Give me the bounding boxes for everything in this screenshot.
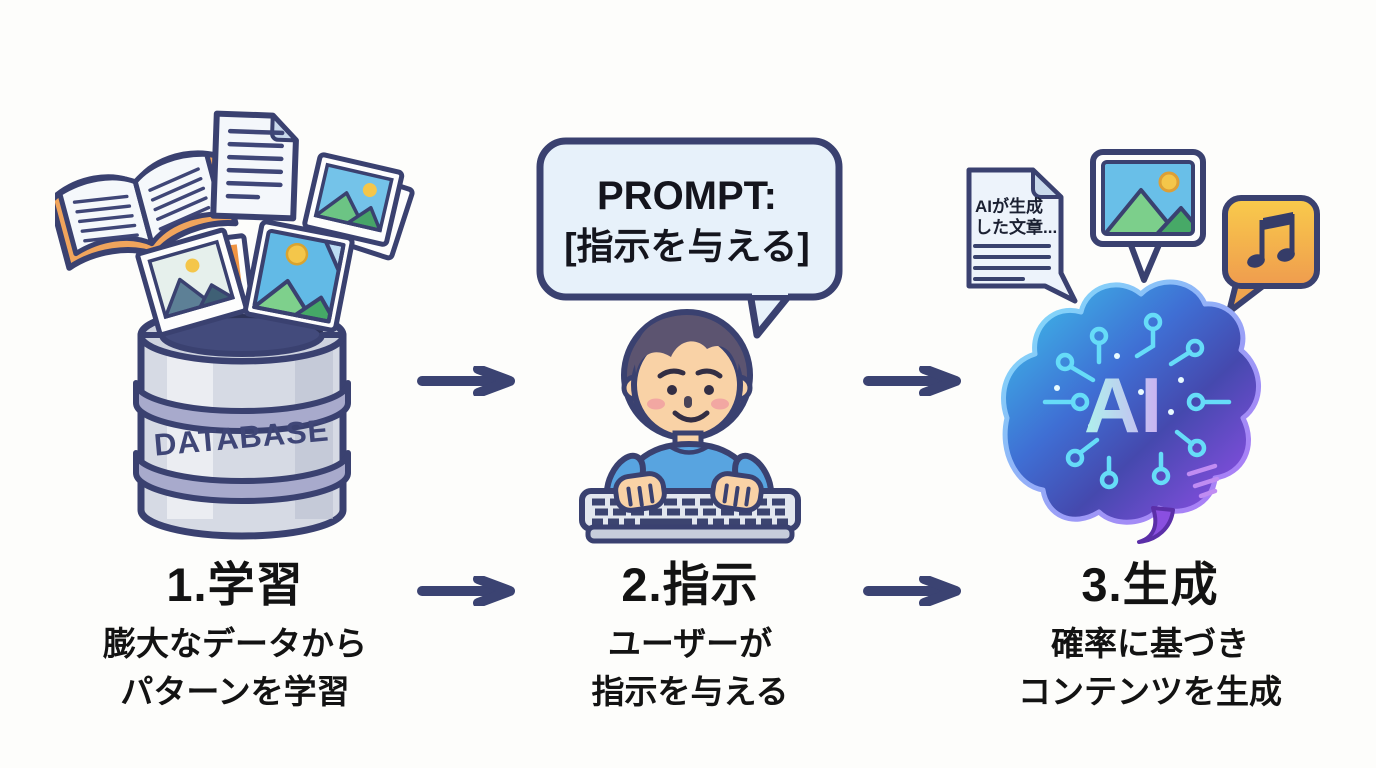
step-3-description: 確率に基づき コンテンツを生成 <box>955 620 1345 716</box>
instruction-illustration: PROMPT: [指示を与える] <box>536 137 843 544</box>
step-3-desc-line2: コンテンツを生成 <box>1018 672 1282 710</box>
ai-label: AI <box>1084 361 1162 449</box>
right-hand <box>710 471 764 513</box>
circuit-glow-dots <box>1054 353 1184 429</box>
step-3-heading: 3.生成 <box>1081 558 1219 611</box>
step-1-description: 膨大なデータから パターンを学習 <box>40 620 430 716</box>
generated-image-icon <box>1090 149 1206 283</box>
hair-fringe <box>634 315 739 373</box>
circuit-traces <box>1042 312 1232 490</box>
flow-arrow-bottom-2 <box>863 576 961 606</box>
generated-music-icon <box>1222 195 1320 315</box>
database-cylinder: DATABASE <box>133 305 351 540</box>
falling-photo-left-icon <box>135 227 255 337</box>
step-1-label: 1.学習 膨大なデータから パターンを学習 <box>40 556 430 715</box>
prompt-bubble-line2: [指示を与える] <box>564 226 810 267</box>
database-front-rim <box>138 332 346 364</box>
open-book-icon <box>55 150 239 271</box>
step-2-desc-line1: ユーザーが <box>607 624 773 662</box>
flow-arrow-bottom-1 <box>417 576 515 606</box>
falling-photo-right-icon <box>243 219 355 333</box>
generation-illustration: AIが生成 した文章... <box>966 149 1320 544</box>
flow-arrow-top-2 <box>863 366 961 396</box>
step-3-label: 3.生成 確率に基づき コンテンツを生成 <box>955 556 1345 715</box>
generated-doc-line2: した文章... <box>975 217 1057 237</box>
step-2-description: ユーザーが 指示を与える <box>530 620 850 716</box>
step-2-heading: 2.指示 <box>621 558 759 611</box>
text-document-icon <box>210 110 299 222</box>
learning-illustration: DATABASE <box>55 110 415 540</box>
prompt-speech-bubble: PROMPT: [指示を与える] <box>536 137 843 339</box>
step-3-desc-line1: 確率に基づき <box>1051 624 1249 662</box>
step-2-label: 2.指示 ユーザーが 指示を与える <box>530 556 850 715</box>
step-1-desc-line1: 膨大なデータから <box>103 624 367 662</box>
step-1-desc-line2: パターンを学習 <box>120 672 350 710</box>
music-note-glyph <box>1247 212 1295 268</box>
cerebellum-lines <box>1186 463 1220 499</box>
generated-doc-line1: AIが生成 <box>975 196 1043 216</box>
flow-arrow-top-1 <box>417 366 515 396</box>
step-2-desc-line2: 指示を与える <box>591 672 789 710</box>
left-hand <box>613 471 667 513</box>
prompt-bubble-line1: PROMPT: <box>597 174 777 218</box>
generated-document-icon: AIが生成 した文章... <box>966 167 1078 304</box>
step-1-heading: 1.学習 <box>166 558 304 611</box>
ai-brain-icon: AI <box>1001 279 1261 544</box>
